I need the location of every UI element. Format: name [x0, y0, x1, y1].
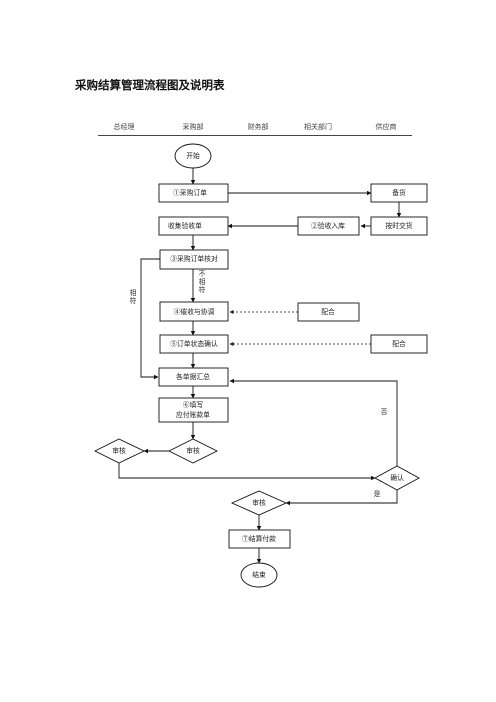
- settle-pay-label: ⑦结算付款: [242, 534, 276, 543]
- status-confirm-label: ⑤订单状态确认: [170, 339, 218, 348]
- order-check-box: [159, 249, 229, 270]
- payable-label-line2: 应付账款单: [176, 410, 210, 419]
- dashed-connectors: [229, 310, 371, 346]
- status-confirm-box: [159, 334, 229, 354]
- yes-label: 是: [374, 490, 381, 498]
- purchase-order-label: ①采购订单: [173, 188, 207, 197]
- prepare-goods-box: [370, 183, 428, 203]
- review-gm-label: 审核: [112, 446, 126, 455]
- mismatch-label-1: 不: [199, 270, 206, 278]
- confirm-label: 确认: [390, 473, 404, 482]
- lane-general-manager: 总经理: [113, 123, 135, 131]
- urge-coordinate-box: [159, 301, 229, 322]
- urge-coordinate-label: ④催收与协调: [174, 307, 215, 316]
- match-label-2: 符: [130, 296, 137, 305]
- end-node: [240, 562, 278, 588]
- review-finance-diamond: [230, 490, 288, 516]
- review-gm-diamond: [93, 438, 146, 464]
- mismatch-label-3: 符: [199, 285, 206, 294]
- edge-confirm-summary-no: [229, 378, 398, 466]
- header-rule: [98, 135, 412, 136]
- collect-receipts-box: [158, 216, 229, 236]
- payable-box: [158, 397, 229, 423]
- purchase-order-box: [158, 183, 229, 203]
- cooperate-box-2: [370, 334, 428, 354]
- edge-confirm-review-yes: [285, 490, 398, 506]
- summary-label: 各单据汇总: [176, 372, 210, 381]
- lane-related-dept: 相关部门: [304, 123, 332, 131]
- no-label: 否: [381, 408, 388, 416]
- mismatch-label-2: 相: [199, 277, 206, 286]
- review-purchase-label: 审核: [186, 446, 200, 455]
- lane-finance: 财务部: [247, 123, 269, 131]
- acceptance-storage-label: ②验收入库: [311, 221, 345, 230]
- end-label: 结束: [252, 570, 266, 579]
- acceptance-storage-box: [297, 216, 360, 236]
- order-check-label: ③采购订单核对: [170, 254, 218, 263]
- lane-supplier: 供应商: [375, 123, 397, 131]
- match-label-1: 相: [130, 288, 137, 297]
- cooperate-2-label: 配合: [392, 339, 406, 348]
- start-label: 开始: [186, 151, 200, 160]
- start-node: [174, 143, 212, 169]
- cooperate-1-label: 配合: [321, 307, 335, 316]
- summary-box: [158, 367, 229, 387]
- cooperate-box-1: [297, 302, 360, 322]
- lane-purchasing: 采购部: [182, 123, 204, 131]
- timely-delivery-box: [370, 216, 428, 236]
- connectors: [118, 168, 402, 564]
- prepare-goods-label: 备货: [392, 188, 406, 197]
- review-finance-label: 审核: [252, 498, 266, 507]
- timely-delivery-label: 按时交货: [385, 221, 412, 230]
- collect-receipts-label: 收集验收单: [168, 221, 202, 230]
- settle-pay-box: [228, 529, 291, 549]
- edge-check-summary-match: [140, 258, 160, 380]
- page-title: 采购结算管理流程图及说明表: [75, 78, 225, 92]
- review-purchase-diamond: [167, 438, 219, 464]
- confirm-diamond: [374, 465, 420, 491]
- edge-gm-confirm: [118, 463, 376, 481]
- payable-label-line1: ⑥填写: [183, 400, 204, 409]
